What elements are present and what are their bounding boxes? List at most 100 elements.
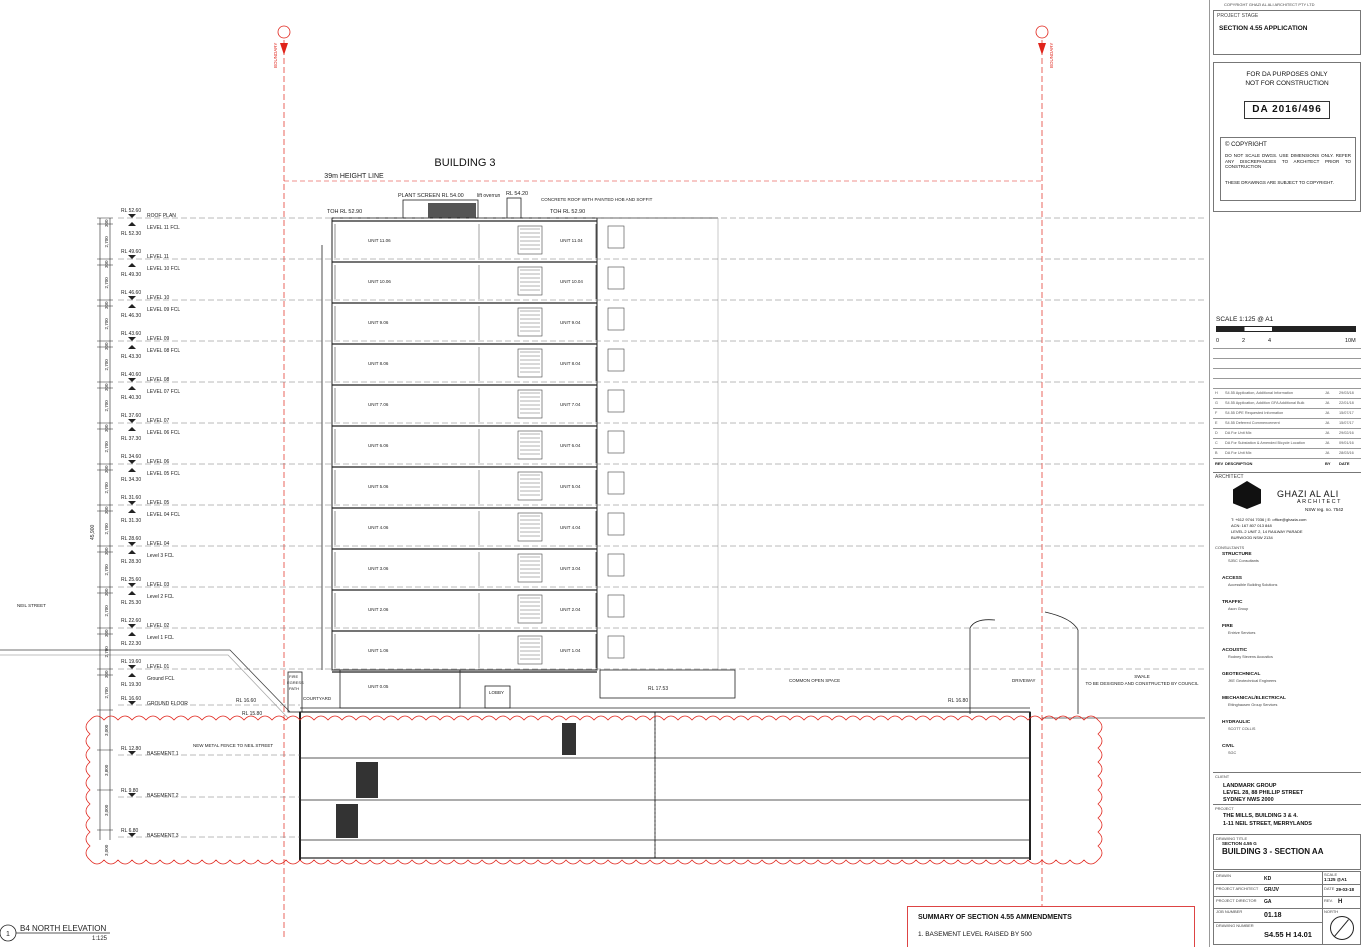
consultant-role: GEOTECHNICAL xyxy=(1222,672,1261,677)
revision-desc: DA For Unit Mix xyxy=(1225,451,1252,455)
project-stage-box: PROJECT STAGE SECTION 4.55 APPLICATION xyxy=(1213,10,1361,55)
elevation-scale: 1:125 xyxy=(92,936,108,942)
window-louvre xyxy=(517,225,543,255)
fire-egress-2: EGRESS xyxy=(287,680,304,685)
date-value: 29-03-18 xyxy=(1336,887,1355,892)
level-marker-icon xyxy=(128,337,136,341)
project-box: PROJECT THE MILLS, BUILDING 3 & 4. 1-11 … xyxy=(1213,804,1361,834)
window-louvre xyxy=(517,471,543,501)
project-2: 1-11 NEIL STREET, MERRYLANDS xyxy=(1223,821,1312,827)
level-marker-icon xyxy=(128,673,136,677)
toh-left: TOH RL 52.90 xyxy=(327,209,362,215)
unit-label-left: UNIT 10.06 xyxy=(368,279,391,284)
level-name: LEVEL 08 xyxy=(147,377,170,383)
dimension-label: 2,700 xyxy=(104,564,109,576)
revision-desc: S4.55 Deferred Commencement xyxy=(1225,421,1280,425)
level-fcl: LEVEL 11 FCL xyxy=(147,225,180,231)
toh-right: TOH RL 52.90 xyxy=(550,209,585,215)
level-rl-below: RL 25.30 xyxy=(121,600,141,606)
pa-label: PROJECT ARCHITECT xyxy=(1216,886,1259,891)
consultant-name: Entrive Services xyxy=(1228,631,1256,635)
unit-label-left: UNIT 9.06 xyxy=(368,320,389,325)
revision-date: 15/07/17 xyxy=(1339,411,1354,415)
copyright-text-1: DO NOT SCALE DWGS. USE DIMENSIONS ONLY. … xyxy=(1225,153,1351,169)
level-marker-icon xyxy=(128,501,136,505)
consultant-name: Ason Group xyxy=(1228,607,1249,611)
common-open-space-label: COMMON OPEN SPACE xyxy=(789,678,840,683)
revision-by: JA xyxy=(1325,401,1330,405)
level-rl-below: RL 43.30 xyxy=(121,354,141,360)
consultant-role: CIVIL xyxy=(1222,744,1235,749)
drawing-title-label: DRAWING TITLE xyxy=(1216,836,1248,841)
level-marker-icon xyxy=(128,550,136,554)
revision-row-empty xyxy=(1213,348,1361,359)
lobby-label: LOBBY xyxy=(489,690,504,695)
dimension-label: 300 xyxy=(104,383,109,391)
balcony-screen xyxy=(607,266,625,290)
job-value: 01.18 xyxy=(1264,912,1282,919)
boundary-label-right: BOUNDARY xyxy=(1049,43,1054,68)
revision-header-cell: BY xyxy=(1325,461,1331,466)
consultant-name: SCOTT COLLIS xyxy=(1228,727,1256,731)
consultants-label: CONSULTANTS xyxy=(1215,545,1245,550)
unit-label-left: UNIT 2.06 xyxy=(368,607,389,612)
dimension-label: 2,700 xyxy=(104,318,109,330)
revision-row-empty xyxy=(1213,379,1361,389)
lower-level-rl: RL 12.80 xyxy=(121,746,141,752)
level-fcl: Level 3 FCL xyxy=(147,553,174,559)
revision-by: JA xyxy=(1325,391,1330,395)
rev-field-label: REV. xyxy=(1324,898,1333,903)
copyright-top: COPYRIGHT GHAZI AL ALI ARCHITECT PTY LTD xyxy=(1224,2,1315,7)
level-name: LEVEL 07 xyxy=(147,418,170,424)
lower-level-name: BASEMENT 2 xyxy=(147,793,179,799)
level-marker-icon xyxy=(128,460,136,464)
unit-label-right: UNIT 5.04 xyxy=(560,484,581,489)
level-rl-below: RL 28.30 xyxy=(121,559,141,565)
fire-egress-3: PATH xyxy=(289,686,299,691)
lower-level-rl: RL 9.80 xyxy=(121,788,139,794)
balcony-screen xyxy=(607,553,625,577)
level-name: LEVEL 11 xyxy=(147,254,169,260)
level-rl-above: RL 28.60 xyxy=(121,536,141,542)
unit-label-left: UNIT 3.06 xyxy=(368,566,389,571)
contact-1: T: +612 9744 7036 | E: office@ghazia.com xyxy=(1231,517,1307,522)
level-rl-above: RL 43.60 xyxy=(121,331,141,337)
job-label: JOB NUMBER xyxy=(1216,909,1243,914)
nsw-reg: NSW reg. no. 7542 xyxy=(1305,507,1344,512)
client-box: CLIENT LANDMARK GROUP LEVEL 28, 88 PHILL… xyxy=(1213,772,1361,804)
level-fcl: Level 1 FCL xyxy=(147,635,174,641)
balcony-screen xyxy=(607,471,625,495)
dimension-label: 2,700 xyxy=(104,441,109,453)
revision-rev: H xyxy=(1215,391,1218,395)
level-rl-above: RL 22.60 xyxy=(121,618,141,624)
dimension-label: 2,700 xyxy=(104,277,109,289)
rev-field-value: H xyxy=(1338,899,1343,905)
revision-header-cell: DATE xyxy=(1339,461,1350,466)
revision-cloud xyxy=(85,715,1103,865)
ground-unit-label: UNIT 0.05 xyxy=(368,684,389,689)
plant-screen-label: PLANT SCREEN RL 54.00 xyxy=(398,193,464,199)
balcony-screen xyxy=(607,348,625,372)
pd-label: PROJECT DIRECTOR xyxy=(1216,898,1257,903)
level-marker-icon xyxy=(128,419,136,423)
address-2: BURWOOD NSW 2134 xyxy=(1231,535,1273,540)
architect-box: ARCHITECT GHAZI AL ALI ARCHITECT NSW reg… xyxy=(1213,472,1361,542)
drawing-title-box: DRAWING TITLE SECTION 4.55 G BUILDING 3 … xyxy=(1213,834,1361,870)
revision-rev: E xyxy=(1215,421,1218,425)
unit-label-left: UNIT 6.06 xyxy=(368,443,389,448)
level-marker-icon xyxy=(128,255,136,259)
revision-by: JA xyxy=(1325,451,1330,455)
level-name: LEVEL 05 xyxy=(147,500,170,506)
scale-tick-0: 0 xyxy=(1216,338,1220,344)
dimension-label: 300 xyxy=(104,424,109,432)
level-rl-below: RL 46.30 xyxy=(121,313,141,319)
revision-desc: S4.55 Application, Additional Informatio… xyxy=(1225,391,1293,395)
title-block: COPYRIGHT GHAZI AL ALI ARCHITECT PTY LTD… xyxy=(1209,0,1363,947)
